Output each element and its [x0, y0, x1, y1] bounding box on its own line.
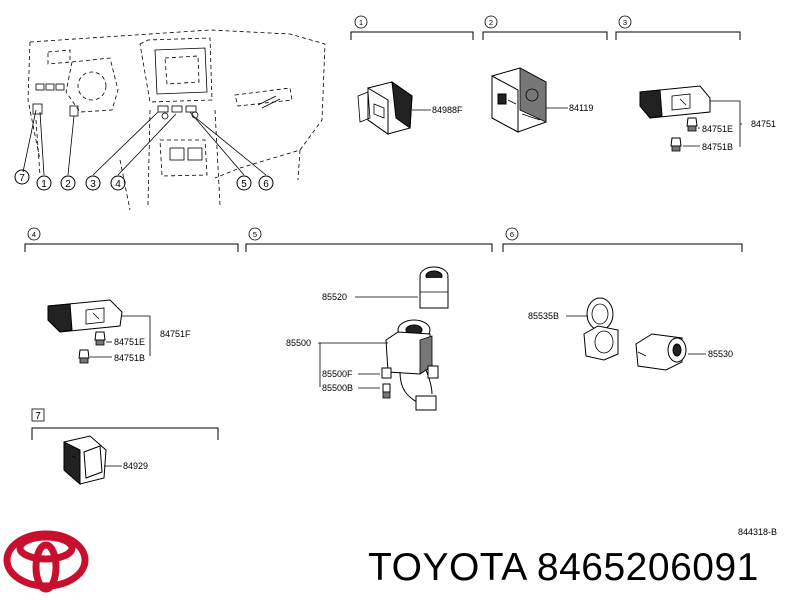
section-4: 4 84751F 84751E 84751B	[24, 227, 239, 364]
section-3: 3 84751 84751E 84751B	[615, 15, 776, 152]
svg-text:1: 1	[41, 179, 47, 190]
bulb-84751B-sec4	[78, 349, 90, 364]
svg-text:7: 7	[35, 411, 41, 422]
switch-84119	[491, 67, 547, 133]
lighter-socket-85500	[385, 319, 439, 411]
seat-heater-switch-84751	[639, 85, 711, 119]
svg-text:2: 2	[65, 179, 71, 190]
svg-text:4: 4	[32, 230, 36, 239]
label-84751E: 84751E	[702, 124, 733, 134]
label-84751E-sec4: 84751E	[114, 337, 145, 347]
callout-3: 3	[85, 175, 101, 191]
callout-2: 2	[60, 175, 76, 191]
seat-heater-switch-84751F	[47, 299, 123, 333]
bulb-84751B	[670, 137, 682, 152]
dashboard-overview: 7 1 2 3 4 5 6	[14, 29, 326, 211]
callout-4: 4	[110, 175, 126, 191]
toyota-logo	[3, 530, 89, 593]
label-84119: 84119	[569, 103, 593, 113]
svg-text:3: 3	[623, 18, 627, 27]
label-85500: 85500	[286, 338, 311, 348]
section-6: 6 85535B 85530	[502, 227, 743, 371]
label-84751B: 84751B	[702, 142, 733, 152]
bulb-84751E	[686, 117, 698, 132]
cigarette-lighter-knob-85520	[419, 266, 449, 309]
label-84751B-sec4: 84751B	[114, 353, 145, 363]
section-5: 5 85520 8550	[245, 227, 493, 411]
svg-text:6: 6	[263, 179, 269, 190]
power-outlet-85530	[635, 333, 687, 371]
callout-7: 7	[14, 169, 30, 185]
svg-text:2: 2	[489, 18, 493, 27]
label-84751F: 84751F	[160, 329, 191, 339]
label-85500B: 85500B	[322, 383, 353, 393]
svg-text:3: 3	[90, 179, 96, 190]
diagram-code: 844318-B	[738, 527, 778, 537]
svg-text:5: 5	[253, 230, 257, 239]
socket-cover-85535B	[583, 297, 619, 361]
bulb-84751E-sec4	[94, 331, 106, 346]
label-84751: 84751	[751, 119, 776, 129]
svg-text:5: 5	[241, 179, 247, 190]
bulb-85500B	[382, 383, 391, 399]
label-85530: 85530	[708, 349, 733, 359]
label-85520: 85520	[322, 292, 347, 302]
bulb-85500F	[381, 367, 392, 379]
svg-text:4: 4	[115, 179, 121, 190]
label-85500F: 85500F	[322, 369, 353, 379]
part-number-caption: TOYOTA 8465206091	[368, 546, 759, 589]
label-85535B: 85535B	[528, 311, 559, 321]
callout-6: 6	[258, 175, 274, 191]
section-2: 2 84119	[482, 15, 608, 133]
section-1: 1 84988F	[350, 15, 474, 135]
svg-text:7: 7	[19, 173, 25, 184]
label-84988F: 84988F	[432, 105, 463, 115]
switch-84988F	[357, 80, 413, 135]
switch-84929	[63, 435, 107, 486]
svg-text:6: 6	[510, 230, 514, 239]
svg-text:1: 1	[359, 18, 363, 27]
callout-5: 5	[236, 175, 252, 191]
callout-1: 1	[36, 175, 52, 191]
label-84929: 84929	[123, 461, 148, 471]
section-7: 7 84929	[31, 408, 219, 486]
